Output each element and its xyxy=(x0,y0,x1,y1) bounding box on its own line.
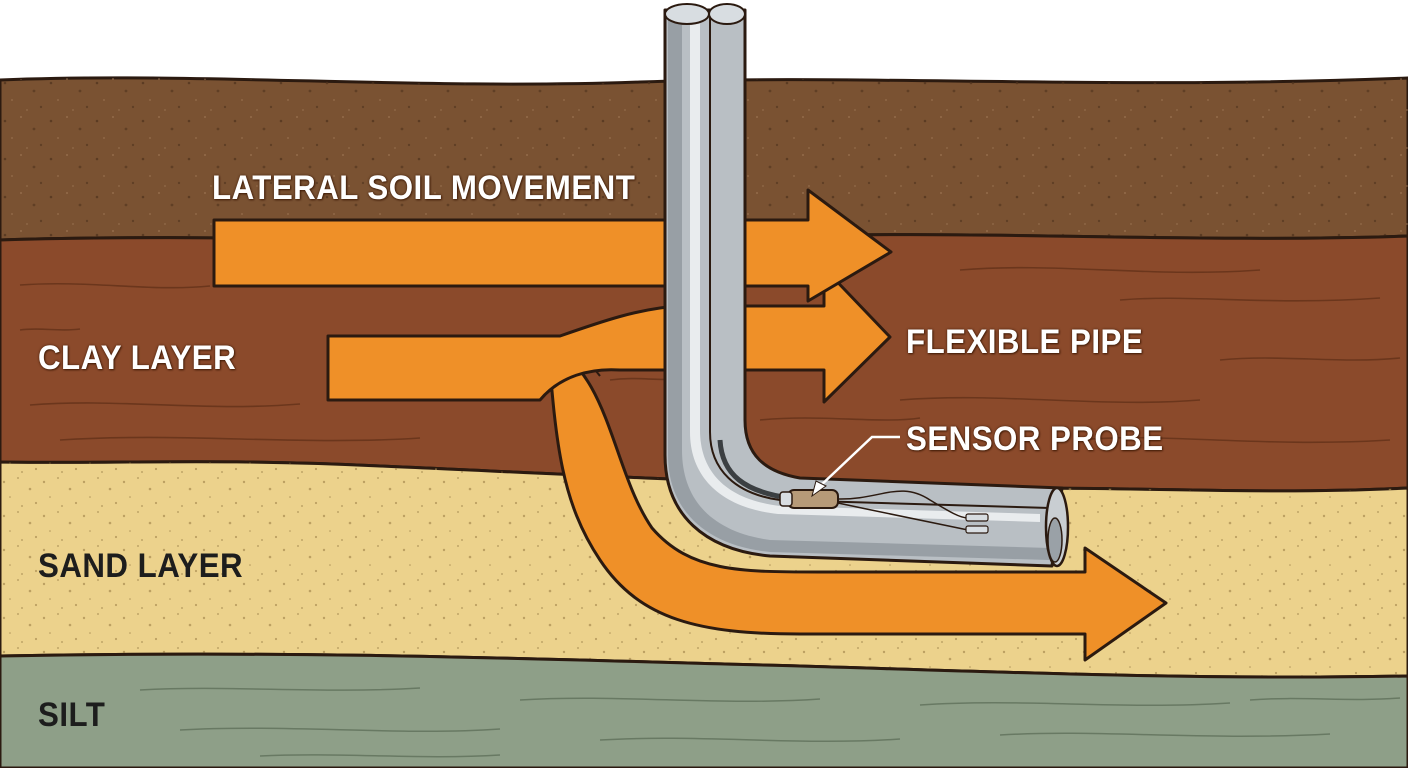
lateral-soil-movement-label: LATERAL SOIL MOVEMENT xyxy=(212,169,636,207)
right-arrow-icon xyxy=(326,266,892,404)
bent-pipe-icon xyxy=(663,3,1070,568)
sensor-probe-pointer xyxy=(811,435,900,498)
sensor-probe-label: SENSOR PROBE xyxy=(906,420,1164,458)
silt-label: SILT xyxy=(38,696,106,734)
silt-strata-lines xyxy=(139,687,1401,758)
flexible-pipe-label: FLEXIBLE PIPE xyxy=(906,323,1144,361)
right-arrow-icon xyxy=(546,343,1168,662)
sensor-probe-icon xyxy=(717,439,989,534)
silt-layer xyxy=(0,652,1408,768)
clay-layer-label: CLAY LAYER xyxy=(38,339,237,377)
sand-layer-label: SAND LAYER xyxy=(38,547,244,585)
